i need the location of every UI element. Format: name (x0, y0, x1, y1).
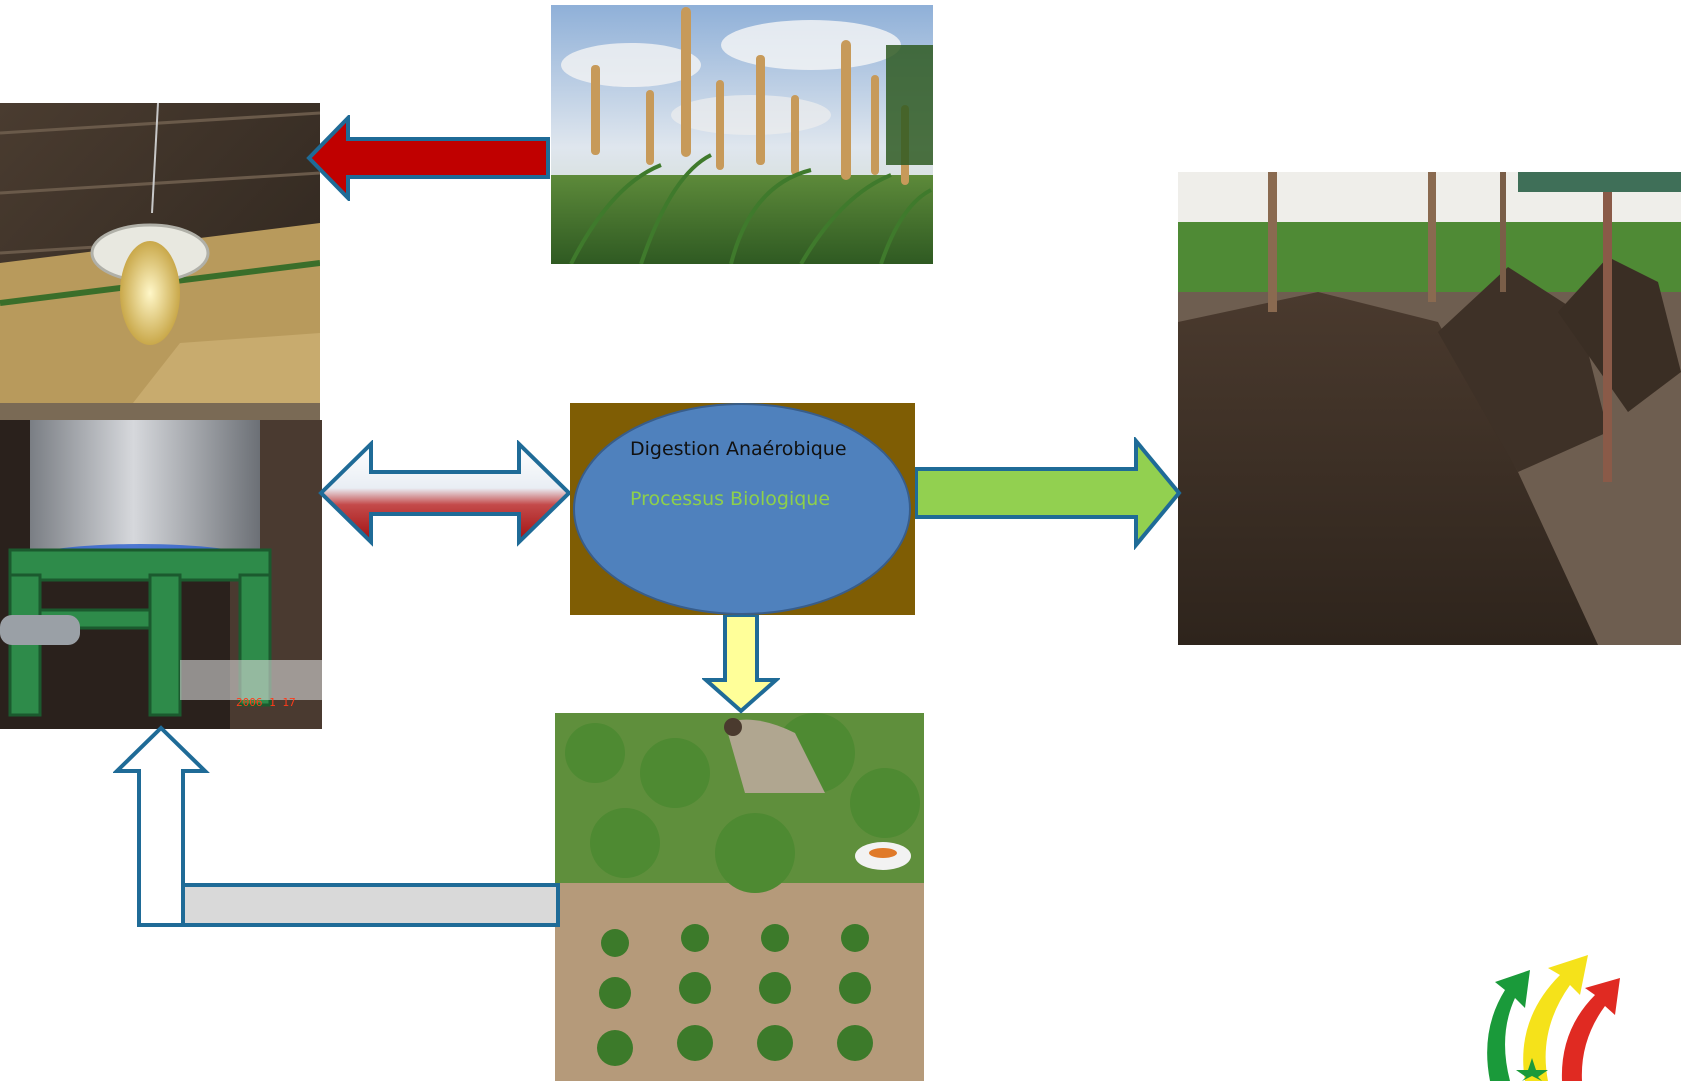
lamp-photo (0, 103, 320, 445)
grey-bent-arrow (113, 725, 560, 927)
green-arrow (914, 437, 1182, 550)
process-subtitle: Processus Biologique (630, 488, 831, 510)
millet-field-photo (551, 5, 933, 264)
garden-photo (555, 713, 924, 1081)
process-ellipse (573, 403, 911, 615)
stove-photo: 2006 1 17 (0, 420, 322, 729)
process-title: Digestion Anaérobique (630, 438, 847, 460)
photo-timestamp: 2006 1 17 (236, 696, 296, 709)
yellow-arrow (702, 613, 780, 714)
compost-photo (1178, 172, 1681, 645)
red-arrow (306, 115, 550, 201)
logo (1487, 955, 1620, 1081)
double-arrow (318, 440, 572, 547)
